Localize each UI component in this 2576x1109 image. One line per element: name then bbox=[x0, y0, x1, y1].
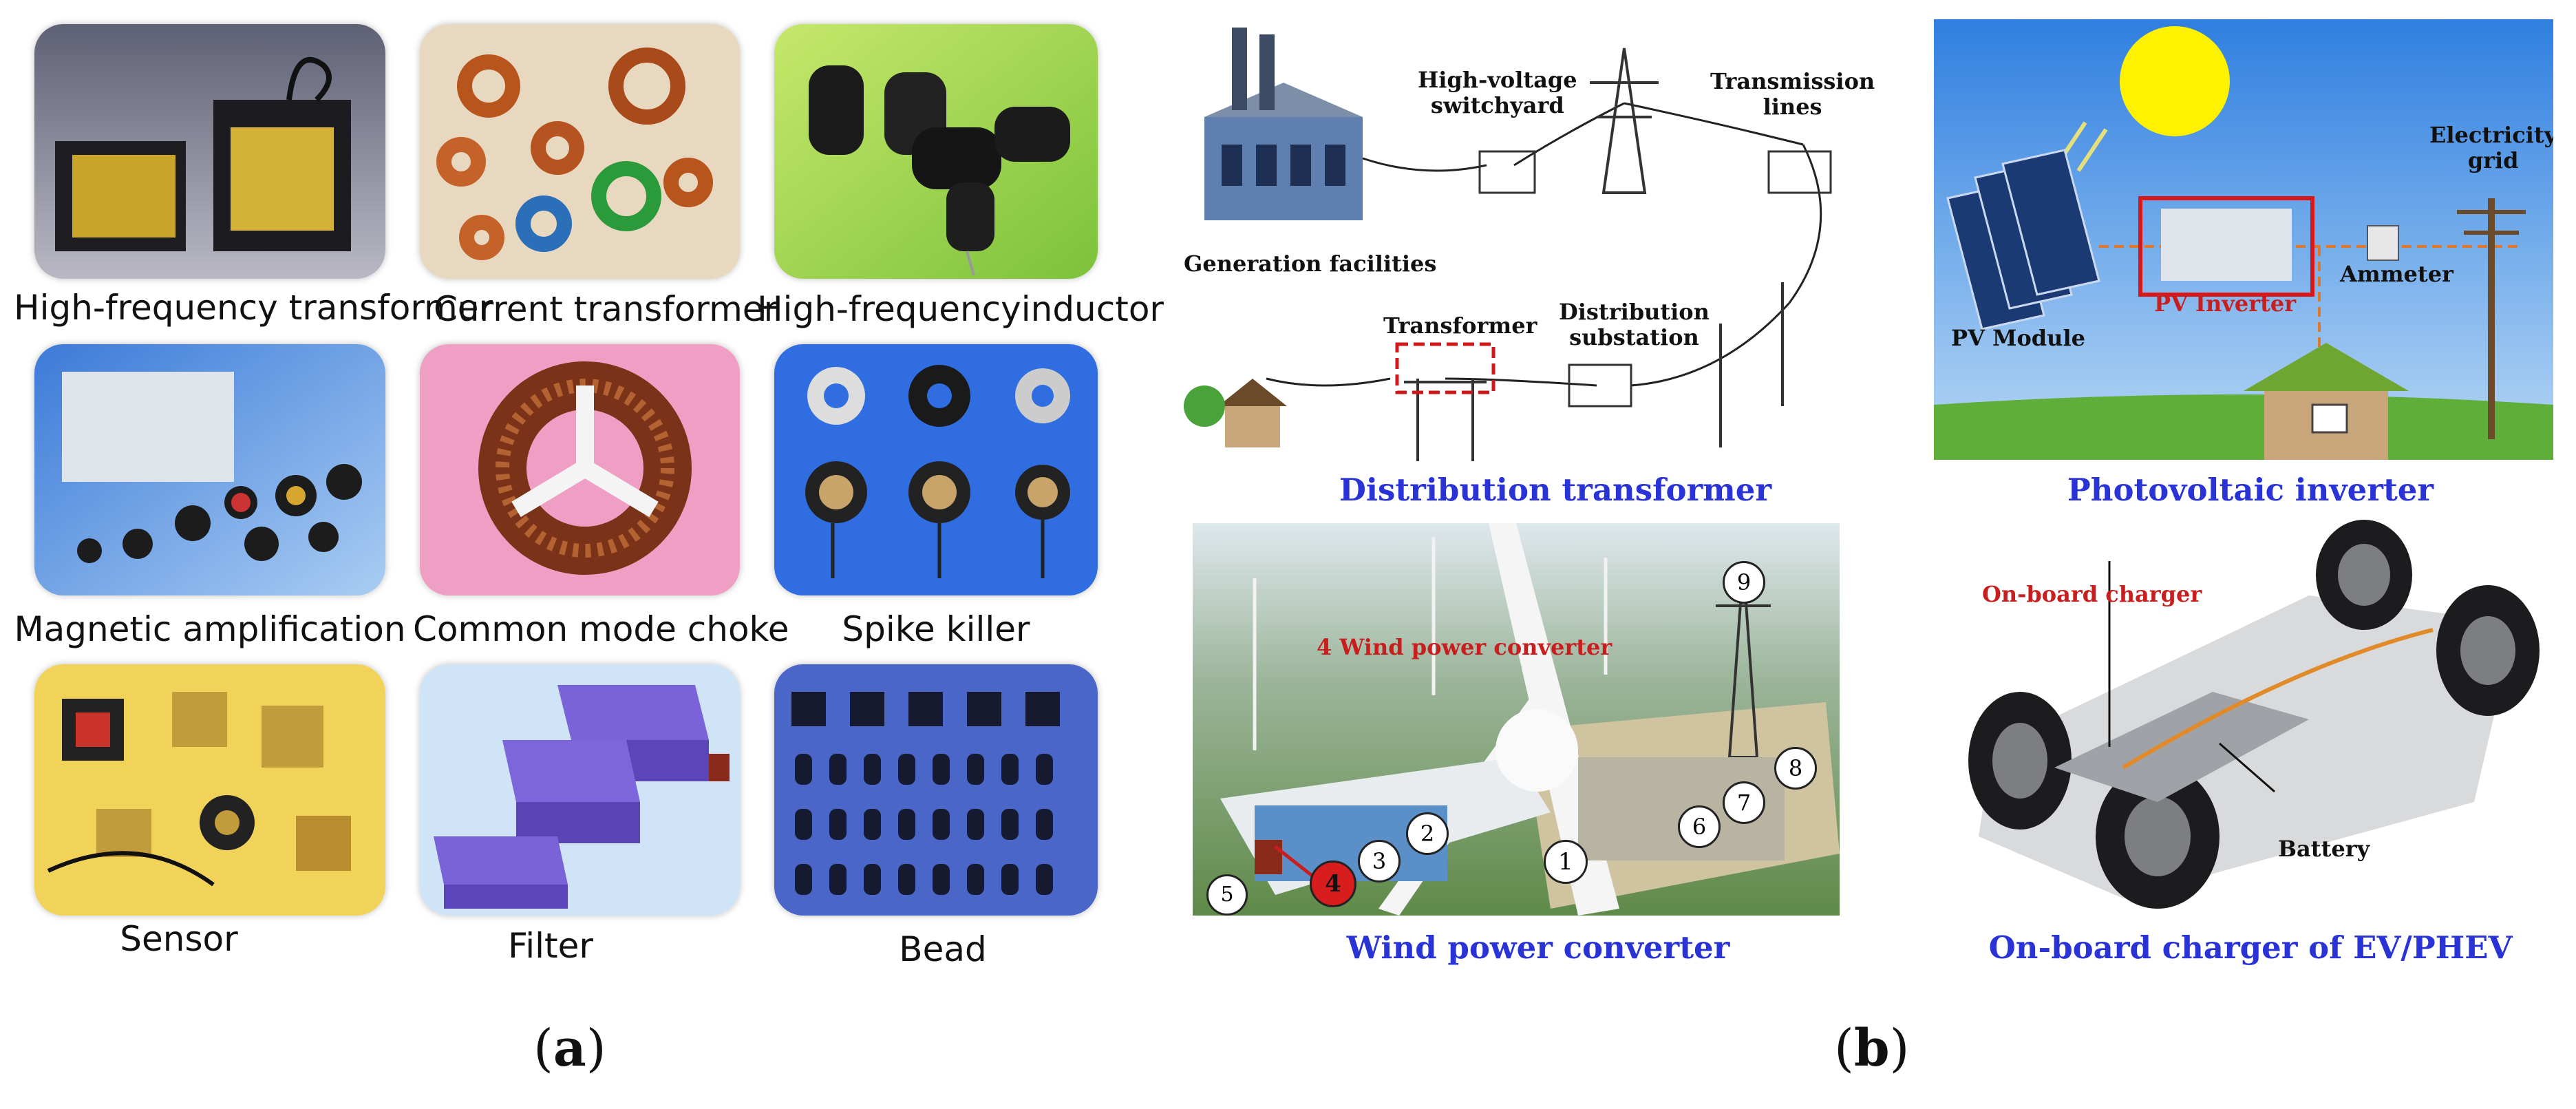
label-pv-module: PV Module bbox=[1951, 325, 2085, 351]
caption-filter: Filter bbox=[508, 926, 593, 966]
caption-spike-killer: Spike killer bbox=[842, 609, 1030, 649]
label-transformer: Transformer bbox=[1383, 313, 1537, 339]
caption-common-mode-choke: Common mode choke bbox=[413, 609, 789, 649]
panel-label-b: (b) bbox=[1834, 1019, 1910, 1078]
label-onboard-charger: On-board charger bbox=[1982, 581, 2202, 607]
label-generation: Generation facilities bbox=[1184, 251, 1437, 277]
solar-panel-icon bbox=[1946, 149, 2100, 330]
magnetic-amplification-image bbox=[34, 344, 385, 595]
marker-4: 4 bbox=[1310, 860, 1356, 907]
marker-6: 6 bbox=[1678, 805, 1721, 848]
spike-killer-image bbox=[774, 344, 1098, 595]
marker-5: 5 bbox=[1206, 874, 1248, 916]
bead-image bbox=[774, 664, 1098, 916]
caption-sensor: Sensor bbox=[120, 919, 238, 959]
house-icon bbox=[1218, 379, 1287, 447]
marker-7: 7 bbox=[1723, 781, 1765, 824]
title-distribution-transformer: Distribution transformer bbox=[1339, 472, 1772, 508]
pv-diagram: PV Module PV Inverter Ammeter Electricit… bbox=[1934, 19, 2553, 460]
marker-3: 3 bbox=[1358, 840, 1401, 883]
title-photovoltaic-inverter: Photovoltaic inverter bbox=[2067, 472, 2434, 508]
caption-hf-transformer: High-frequency transformer bbox=[14, 288, 493, 328]
marker-2: 2 bbox=[1406, 812, 1449, 855]
caption-current-transformer: Current transformer bbox=[434, 289, 778, 329]
label-wind-converter: 4 Wind power converter bbox=[1317, 634, 1612, 660]
hf-transformer-image bbox=[34, 24, 385, 279]
common-mode-choke-image bbox=[420, 344, 740, 595]
caption-bead: Bead bbox=[899, 929, 987, 969]
title-wind-power-converter: Wind power converter bbox=[1346, 929, 1730, 966]
marker-1: 1 bbox=[1544, 840, 1588, 884]
marker-9: 9 bbox=[1723, 561, 1765, 604]
caption-magnetic-amplification: Magnetic amplification bbox=[14, 609, 406, 649]
label-pv-inverter: PV Inverter bbox=[2154, 291, 2297, 317]
current-transformer-image bbox=[420, 24, 740, 279]
label-battery: Battery bbox=[2278, 836, 2370, 862]
sensor-image bbox=[34, 664, 385, 916]
filter-image bbox=[420, 664, 740, 916]
ev-diagram: On-board charger Battery bbox=[1951, 513, 2550, 916]
marker-8: 8 bbox=[1774, 747, 1817, 790]
panel-label-a: (a) bbox=[533, 1019, 606, 1078]
factory-icon bbox=[1204, 28, 1363, 220]
house-icon bbox=[2244, 343, 2409, 460]
label-ammeter: Ammeter bbox=[2340, 261, 2453, 287]
title-onboard-charger: On-board charger of EV/PHEV bbox=[1988, 929, 2513, 966]
wind-diagram: 4 Wind power converter 1 2 3 4 5 6 7 8 9 bbox=[1193, 523, 1840, 916]
hf-inductor-image bbox=[774, 24, 1098, 279]
caption-hf-inductor: High-frequencyinductor bbox=[757, 289, 1164, 329]
